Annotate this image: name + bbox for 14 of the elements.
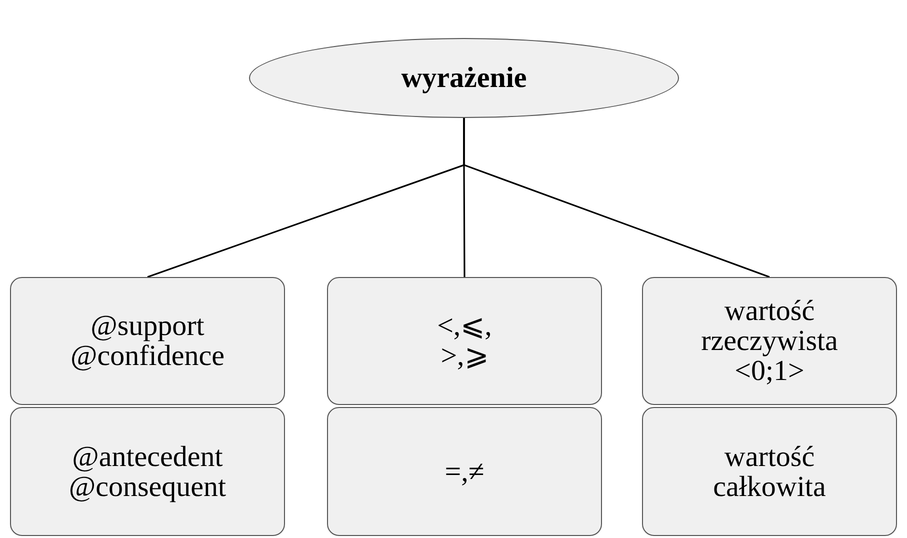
rounded-box — [642, 407, 897, 536]
rounded-box — [327, 277, 602, 405]
node-text: wartość całkowita — [712, 442, 827, 502]
node-text: <,⩽, >,⩾ — [436, 311, 493, 371]
node-text: @antecedent @consequent — [68, 442, 228, 502]
rounded-box — [10, 277, 285, 405]
node-text: wartość rzeczywista <0;1> — [700, 296, 839, 386]
node-text: @support @confidence — [70, 311, 226, 371]
rounded-box — [327, 407, 602, 536]
node-title: wyrażenie — [401, 63, 527, 93]
rounded-box — [10, 407, 285, 536]
node-text: =,≠ — [444, 456, 484, 486]
connector-line — [463, 118, 770, 278]
rounded-box — [642, 277, 897, 405]
